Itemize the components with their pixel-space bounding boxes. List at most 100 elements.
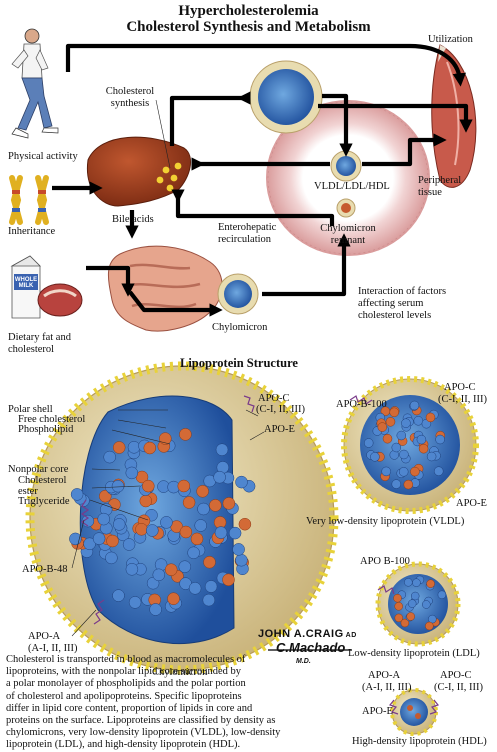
lipid-dot	[410, 466, 420, 477]
chylomicron-particle-small	[217, 273, 259, 315]
label-peripheral-tissue-1: Peripheral	[418, 175, 462, 186]
lipid-dot	[97, 512, 110, 526]
lipid-dot	[202, 593, 216, 607]
lipid-dot	[187, 546, 200, 560]
lipid-dot	[139, 494, 153, 508]
label-free-cholesterol: Free cholesterol	[18, 414, 86, 425]
label-apo-a: APO-A	[28, 631, 61, 642]
lipid-dot	[111, 479, 125, 493]
lipoprotein-structure-heading: Lipoprotein Structure	[180, 356, 298, 370]
lipid-dot	[425, 621, 434, 631]
label-triglyceride: Triglyceride	[18, 496, 70, 507]
label-cholesterol-synthesis-2: synthesis	[110, 98, 150, 109]
lipid-dot	[412, 578, 421, 587]
lipid-dot	[215, 443, 229, 456]
lipid-dot	[105, 551, 118, 565]
label-hdl-apo-a: APO-A	[368, 670, 401, 681]
lipid-dot	[127, 441, 141, 454]
lipid-dot	[194, 519, 207, 532]
lipid-dot	[407, 599, 417, 608]
lipid-dot	[235, 553, 248, 567]
lipid-dot	[112, 589, 125, 602]
lipid-dot	[393, 593, 402, 603]
ldl-particle	[375, 561, 461, 647]
lipid-dot	[203, 555, 216, 569]
lipid-dot	[164, 563, 178, 576]
caption-line: lipoproteins, with the nonpolar lipid co…	[6, 666, 242, 678]
apolipoprotein-chains	[80, 395, 440, 715]
lipid-dot	[167, 592, 180, 605]
lipid-dot	[382, 433, 393, 444]
label-hdl-apo-c-sub: (C-I, II, III)	[434, 682, 483, 693]
label-chylomicron-top: Chylomicron	[212, 322, 268, 333]
chromosome-icon	[9, 175, 49, 225]
caption-line: of cholesterol and apolipoproteins. Spec…	[6, 690, 242, 702]
artist-signature-2-suffix: M.D.	[296, 658, 311, 665]
hdl-particle	[390, 688, 438, 736]
label-ldl: Low-density lipoprotein (LDL)	[348, 648, 480, 659]
lipid-dot	[399, 449, 409, 460]
label-apo-c: APO-C	[258, 393, 290, 404]
lipid-dot	[135, 523, 148, 536]
lipid-dot	[70, 488, 84, 501]
chylomicron-remnant-particle	[336, 198, 356, 218]
lipid-dot	[178, 560, 192, 573]
lipid-dot	[92, 532, 106, 545]
lipid-dot	[106, 534, 119, 548]
lipid-dot	[235, 475, 248, 489]
lipid-dot	[433, 466, 444, 476]
lipoprotein-particle-vessel	[330, 150, 362, 182]
lipid-dot	[394, 602, 403, 611]
lipid-dot	[209, 499, 222, 512]
lipid-dot	[128, 596, 142, 609]
lipid-dot	[406, 612, 415, 621]
label-dietary-2: cholesterol	[8, 344, 55, 355]
lipid-dot	[391, 479, 402, 489]
liver-icon	[86, 136, 192, 207]
milk-carton-icon	[10, 255, 41, 319]
lipid-dot	[214, 526, 228, 539]
lipid-dot	[410, 591, 420, 601]
lipid-dot	[204, 580, 218, 593]
meat-icon	[37, 283, 83, 317]
lipid-dot	[398, 467, 409, 477]
lipid-dot	[404, 578, 413, 587]
label-hdl: High-density lipoprotein (HDL)	[352, 736, 487, 747]
lipid-dot	[179, 525, 193, 539]
label-dietary-1: Dietary fat and	[8, 332, 71, 343]
label-enterohepatic-2: recirculation	[218, 234, 272, 245]
label-vldl-apo-c-sub: (C-I, II, III)	[438, 394, 487, 405]
label-enterohepatic-1: Enterohepatic	[218, 222, 277, 233]
caption-line: chylomicrons, very low-density lipoprote…	[6, 727, 281, 739]
lipid-dot	[416, 434, 427, 445]
lipid-dot	[152, 568, 166, 582]
lipid-dot	[232, 543, 245, 556]
diagram-subtitle: Cholesterol Synthesis and Metabolism	[126, 19, 371, 35]
label-peripheral-tissue-2: tissue	[418, 187, 442, 198]
lipid-dot	[125, 563, 139, 576]
label-apo-e: APO-E	[264, 424, 295, 435]
label-interaction-2: affecting serum	[358, 298, 424, 309]
lipid-dot	[413, 416, 424, 426]
label-physical-activity: Physical activity	[8, 151, 78, 162]
label-chylomicron-remnant-1: Chylomicron	[320, 223, 376, 234]
lipid-dot	[196, 485, 209, 498]
lipid-dot	[222, 573, 235, 587]
label-chylomicron-big: Chylomicron	[152, 667, 208, 678]
lipid-dot	[182, 496, 196, 509]
flow-arrows	[52, 43, 473, 317]
lipid-dot	[391, 442, 402, 453]
label-hdl-apo-a-sub: (A-I, II, III)	[362, 682, 412, 693]
label-bile-acids: Bile acids	[112, 214, 154, 225]
caption-line: a polar monolayer of phospholipids and t…	[6, 678, 246, 690]
label-interaction-1: Interaction of factors	[358, 286, 447, 297]
lipid-dot	[122, 538, 136, 551]
lipid-dot	[213, 470, 226, 484]
lipid-dot	[389, 407, 399, 418]
caption-line: Cholesterol is transported in blood as m…	[6, 654, 246, 665]
lipid-dot	[238, 517, 252, 531]
label-hdl-apo-e: APO-E	[362, 706, 393, 717]
lipid-dot	[160, 516, 173, 529]
